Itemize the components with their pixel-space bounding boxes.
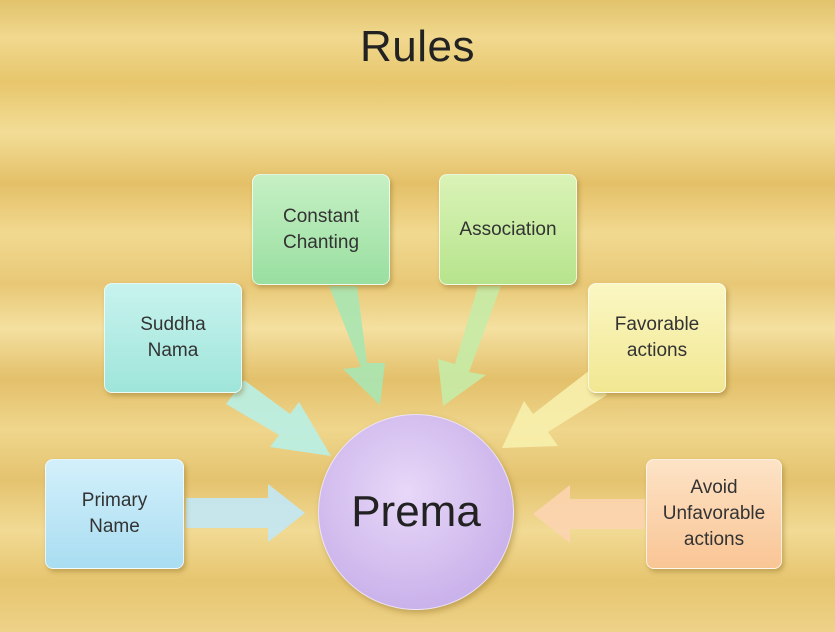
- node-primary-name: Primary Name: [45, 459, 184, 569]
- slide-title: Rules: [360, 22, 475, 71]
- arrow-primary-name: [186, 484, 305, 542]
- arrow-favorable-actions: [502, 370, 607, 448]
- node-favorable-actions: Favorable actions: [588, 283, 726, 393]
- center-node-prema: Prema: [318, 414, 514, 610]
- node-association: Association: [439, 174, 577, 285]
- arrow-constant-chanting: [319, 286, 385, 405]
- node-suddha-nama: Suddha Nama: [104, 283, 242, 393]
- node-constant-chanting: Constant Chanting: [252, 174, 390, 285]
- arrow-association: [438, 286, 501, 406]
- arrow-suddha-nama: [226, 380, 331, 456]
- arrow-avoid-unfavorable: [533, 485, 645, 543]
- node-avoid-unfavorable-actions: Avoid Unfavorable actions: [646, 459, 782, 569]
